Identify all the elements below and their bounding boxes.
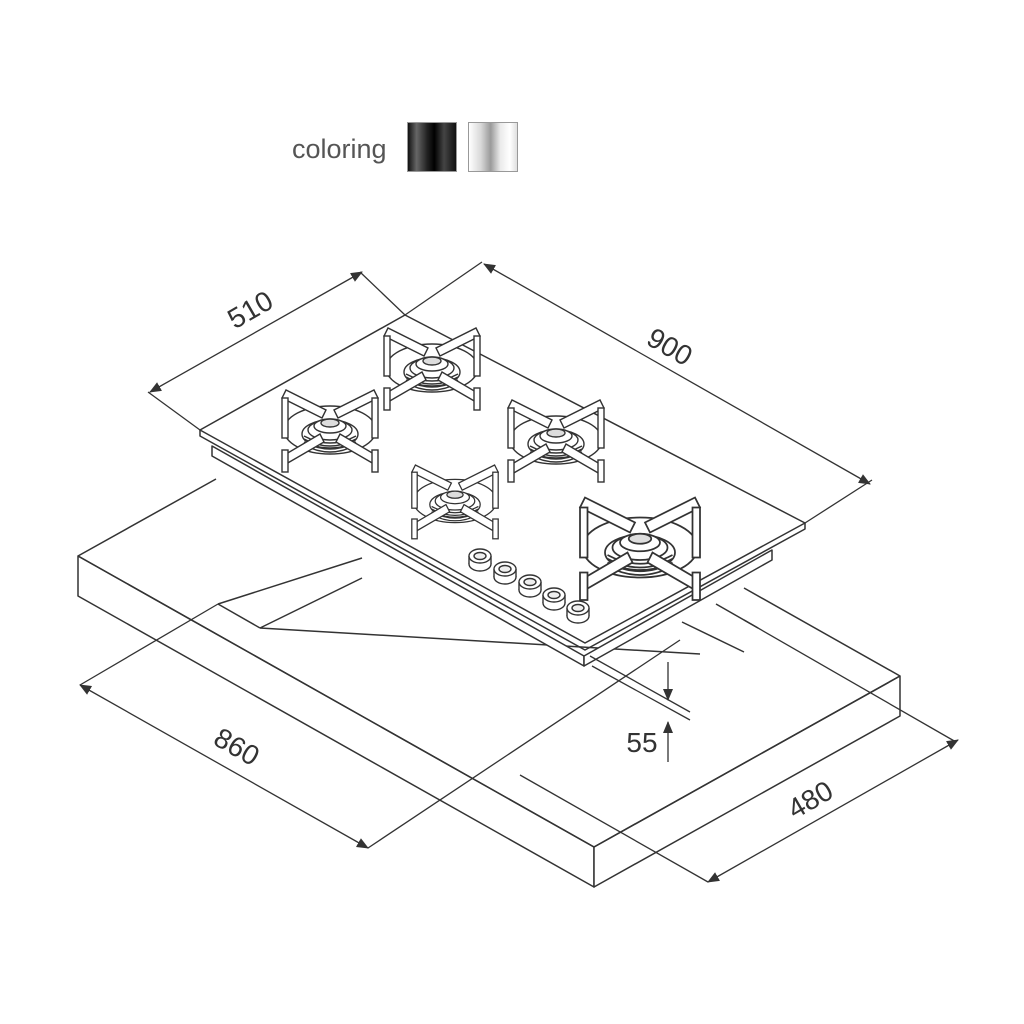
height-55-label: 55	[626, 727, 657, 758]
hob-body-right	[583, 549, 773, 667]
countertop-right-face	[593, 675, 901, 888]
depth-480-line	[707, 739, 959, 883]
burner	[410, 464, 500, 540]
depth-480-label: 480	[782, 775, 838, 825]
coloring-label: coloring	[292, 134, 387, 164]
width-860-label: 860	[209, 722, 265, 772]
control-knobs	[468, 548, 590, 624]
burner	[383, 327, 481, 411]
depth-510-line	[149, 271, 363, 393]
burner	[578, 496, 702, 601]
depth-510-label: 510	[222, 285, 278, 335]
knob[interactable]	[468, 548, 492, 572]
dimension-lines	[79, 261, 959, 883]
burner	[281, 389, 379, 473]
knob[interactable]	[566, 600, 590, 624]
width-900-line	[483, 263, 871, 485]
hob-glass-top	[199, 314, 806, 644]
black-color-swatch[interactable]	[407, 122, 457, 172]
knob[interactable]	[493, 561, 517, 585]
knob[interactable]	[542, 587, 566, 611]
white-color-swatch[interactable]	[468, 122, 518, 172]
width-900-label: 900	[642, 322, 698, 372]
width-860-line	[79, 684, 369, 849]
knob[interactable]	[518, 574, 542, 598]
